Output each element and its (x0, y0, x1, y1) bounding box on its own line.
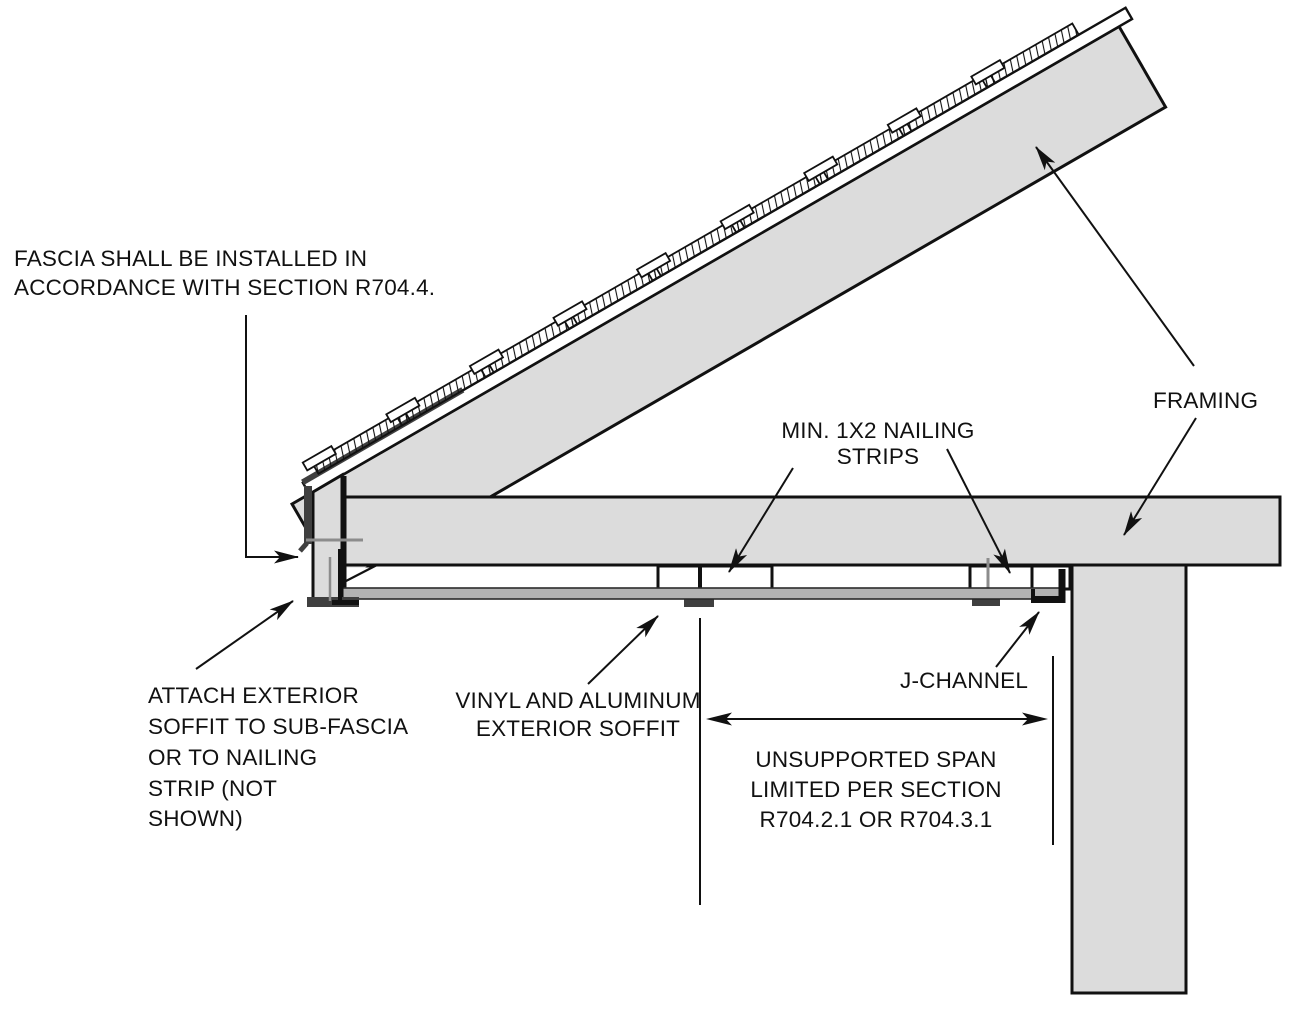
soffit-fastener-tab (972, 598, 1000, 606)
soffit-arrow (587, 615, 659, 685)
label-soffit: VINYL AND ALUMINUM EXTERIOR SOFFIT (455, 688, 700, 741)
drip-edge-face (304, 486, 312, 544)
nailing-strip-1 (656, 564, 774, 607)
nailing-strip-arrow-left (728, 467, 794, 573)
rafter-tail-edge (345, 564, 378, 582)
attach-note-line4: STRIP (NOT (148, 776, 277, 801)
span-note-line3: R704.2.1 OR R704.3.1 (760, 807, 993, 832)
label-fascia-note: FASCIA SHALL BE INSTALLED IN ACCORDANCE … (14, 246, 435, 300)
fascia-leader-arrow (245, 315, 299, 564)
framing-arrow-up (1035, 146, 1195, 367)
label-span-note: UNSUPPORTED SPAN LIMITED PER SECTION R70… (750, 747, 1001, 832)
nailing-strips-line2: STRIPS (837, 444, 919, 469)
shingles (301, 22, 1081, 475)
attach-note-line2: SOFFIT TO SUB-FASCIA (148, 714, 408, 739)
j-channel-arrow (995, 611, 1040, 668)
fascia-board (311, 472, 344, 601)
nailing-strip-arrow-right (946, 448, 1011, 574)
soffit-panel (313, 587, 1061, 600)
label-nailing-strips: MIN. 1X2 NAILING STRIPS (781, 418, 974, 469)
span-note-line2: LIMITED PER SECTION (750, 777, 1001, 802)
soffit-label-line2: EXTERIOR SOFFIT (476, 716, 680, 741)
dim-arrow-left-icon (706, 712, 732, 726)
fastener-foot (332, 600, 359, 605)
dim-arrow-right-icon (1022, 712, 1048, 726)
roof-sheathing (301, 6, 1134, 496)
j-channel-profile (1031, 569, 1066, 603)
wall-framing (1070, 563, 1188, 995)
label-attach-note: ATTACH EXTERIOR SOFFIT TO SUB-FASCIA OR … (148, 683, 408, 831)
fascia-note-line1: FASCIA SHALL BE INSTALLED IN (14, 246, 367, 271)
drip-edge-hook (298, 541, 309, 553)
attach-note-line3: OR TO NAILING (148, 745, 317, 770)
span-dimension (699, 618, 1054, 905)
soffit-fastener-tab (684, 598, 714, 607)
attach-note-line1: ATTACH EXTERIOR (148, 683, 359, 708)
label-framing: FRAMING (1153, 388, 1258, 413)
fascia-note-line2: ACCORDANCE WITH SECTION R704.4. (14, 275, 435, 300)
shingle-butt-tabs (301, 58, 1006, 472)
framing-member (311, 495, 1282, 567)
label-j-channel: J-CHANNEL (900, 668, 1028, 693)
roof-assembly (289, 6, 1168, 587)
span-note-line1: UNSUPPORTED SPAN (755, 747, 996, 772)
attach-note-line5: SHOWN) (148, 806, 243, 831)
nailing-strips-line1: MIN. 1X2 NAILING (781, 418, 974, 443)
soffit-label-line1: VINYL AND ALUMINUM (455, 688, 700, 713)
framing-arrow-down (1123, 417, 1197, 536)
attach-arrow (195, 600, 294, 670)
